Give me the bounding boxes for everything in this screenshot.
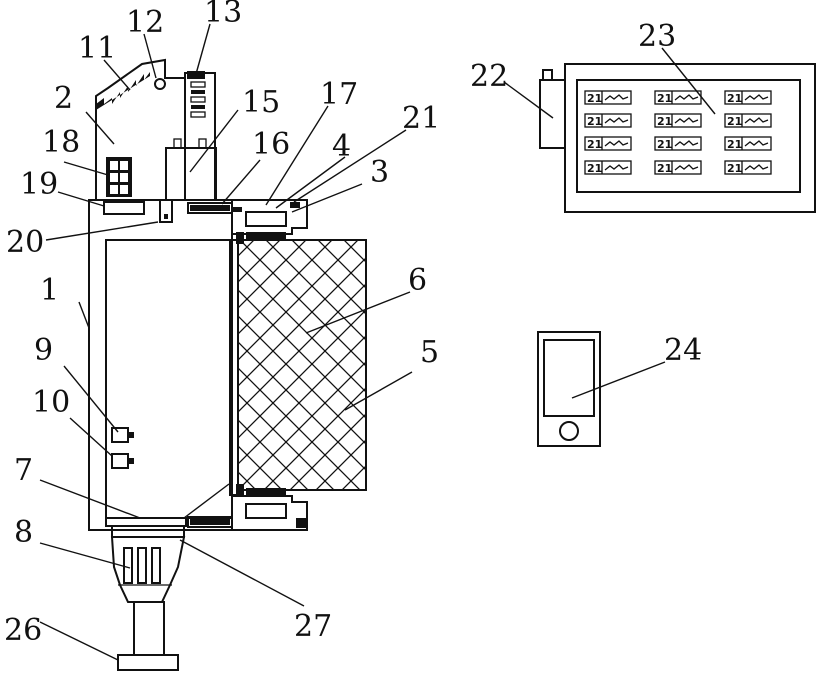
reference-labels: 1 2 3 4 5 6 7 8 9 10 11 12 13 15 16 17 1… — [4, 0, 702, 648]
label-26: 26 — [4, 613, 42, 648]
main-housing — [88, 199, 233, 531]
bottom-plate — [105, 517, 187, 538]
panel-cell-label: 21 — [657, 115, 672, 128]
label-17: 17 — [320, 77, 358, 112]
label-9: 9 — [34, 333, 53, 368]
panel-cell: 21 — [654, 113, 702, 128]
label-21: 21 — [402, 101, 440, 136]
panel-cell: 21 — [724, 160, 772, 175]
knob — [154, 78, 166, 90]
panel-cell: 21 — [654, 160, 702, 175]
side-panel — [106, 157, 132, 197]
top-vertical-unit — [187, 71, 206, 118]
panel-cell: 21 — [724, 90, 772, 105]
waveform-icon — [604, 117, 629, 124]
motor-cylinder — [110, 536, 186, 656]
panel-cell-label: 21 — [727, 92, 742, 105]
waveform-icon — [604, 140, 629, 147]
panel-cell: 21 — [724, 136, 772, 151]
panel-cell-label: 21 — [587, 138, 602, 151]
waveform-icon — [744, 140, 769, 147]
label-19: 19 — [20, 167, 58, 202]
label-3: 3 — [370, 155, 389, 190]
label-1: 1 — [40, 273, 59, 308]
label-20: 20 — [6, 225, 44, 260]
label-24: 24 — [664, 333, 702, 368]
mobile-terminal — [537, 331, 601, 447]
panel-cell: 21 — [654, 90, 702, 105]
label-7: 7 — [14, 453, 33, 488]
panel-cell-grid: 21 21 21 21 21 21 21 21 21 21 21 21 — [584, 90, 772, 175]
panel-cell: 21 — [654, 136, 702, 151]
waveform-icon — [744, 117, 769, 124]
label-8: 8 — [14, 515, 33, 550]
label-18: 18 — [42, 125, 80, 160]
label-6: 6 — [408, 263, 427, 298]
waveform-icon — [674, 94, 699, 101]
label-11: 11 — [78, 31, 116, 66]
panel-cell-label: 21 — [657, 92, 672, 105]
label-16: 16 — [252, 127, 290, 162]
label-2: 2 — [54, 81, 73, 116]
label-13: 13 — [204, 0, 242, 30]
label-4: 4 — [332, 129, 351, 164]
panel-cell-label: 21 — [587, 162, 602, 175]
waveform-icon — [604, 164, 629, 171]
panel-cell-label: 21 — [727, 138, 742, 151]
top-slide-rail — [187, 202, 233, 214]
label-23: 23 — [638, 19, 676, 54]
panel-cell-label: 21 — [657, 138, 672, 151]
filter-screen — [229, 239, 367, 496]
waveform-icon — [744, 164, 769, 171]
base-foot — [117, 654, 179, 671]
waveform-icon — [604, 94, 629, 101]
panel-cell: 21 — [584, 113, 632, 128]
panel-cell: 21 — [724, 113, 772, 128]
panel-cell: 21 — [584, 90, 632, 105]
bottom-slide-rail — [187, 516, 233, 528]
waveform-icon — [674, 117, 699, 124]
panel-cell: 21 — [584, 160, 632, 175]
housing-buttons — [111, 427, 134, 469]
label-15: 15 — [242, 85, 280, 120]
label-22: 22 — [470, 59, 508, 94]
label-5: 5 — [420, 335, 439, 370]
solar-strip — [96, 72, 150, 110]
panel-cell: 21 — [584, 136, 632, 151]
waveform-icon — [744, 94, 769, 101]
panel-cell-label: 21 — [727, 115, 742, 128]
remote-panel: 21 21 21 21 21 21 21 21 21 21 21 21 — [539, 63, 816, 213]
leader-lines — [39, 23, 716, 661]
slot — [103, 201, 145, 215]
panel-cell-label: 21 — [727, 162, 742, 175]
upper-bracket — [232, 199, 308, 244]
panel-cell-label: 21 — [657, 162, 672, 175]
waveform-icon — [674, 164, 699, 171]
label-10: 10 — [32, 385, 70, 420]
sensor — [159, 199, 173, 223]
panel-cell-label: 21 — [587, 115, 602, 128]
label-12: 12 — [126, 5, 164, 40]
panel-cell-label: 21 — [587, 92, 602, 105]
waveform-icon — [674, 140, 699, 147]
lower-bracket — [232, 484, 308, 531]
label-27: 27 — [294, 609, 332, 644]
